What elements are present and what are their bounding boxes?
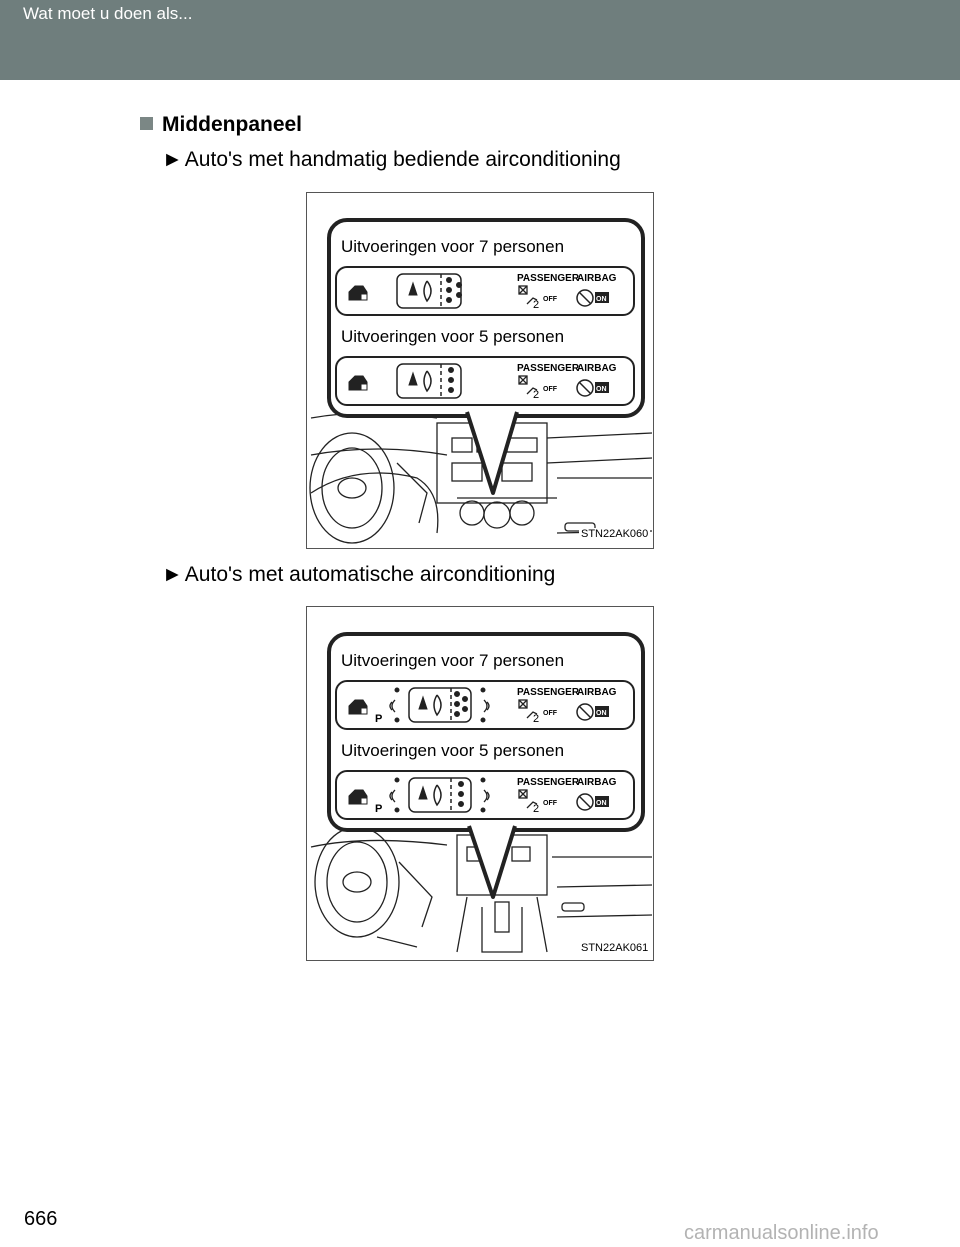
variant-label-5-seats: Uitvoeringen voor 5 personen [341, 327, 565, 346]
dashboard-illustration [310, 826, 653, 953]
page-header: Wat moet u doen als... [0, 0, 960, 80]
parking-sensor-right-icon [483, 699, 490, 713]
indicator-panel-5-seats: P PASSENGER AIRBAG 2 OFF ON [335, 770, 635, 820]
airbag-on-icon [576, 703, 594, 721]
off-label: OFF [543, 386, 558, 393]
figure-auto-ac: Uitvoeringen voor 7 personen P [306, 606, 654, 961]
airbag-on-icon [576, 793, 594, 811]
indicator-panel-7-seats: PASSENGER AIRBAG 2 OFF ON [335, 266, 635, 316]
subsection-label: Auto's met automatische airconditioning [184, 563, 556, 586]
parking-assist-label: P [375, 803, 382, 815]
figure-code: STN22AK060 [579, 528, 651, 540]
subsection-label: Auto's met handmatig bediende airconditi… [184, 148, 621, 171]
seat-number: 2 [533, 299, 539, 311]
header-title: Wat moet u doen als... [23, 4, 193, 23]
seatbelt-reminder-icon [408, 371, 418, 386]
seat-number: 2 [533, 713, 539, 725]
passenger-label: PASSENGER [517, 687, 580, 698]
airbag-label: AIRBAG [577, 273, 617, 284]
airbag-label: AIRBAG [577, 777, 617, 788]
passenger-label: PASSENGER [517, 273, 580, 284]
seatbelt-reminder-icon [408, 281, 418, 296]
passenger-label: PASSENGER [517, 363, 580, 374]
page-number: 666 [24, 1208, 58, 1230]
on-label: ON [596, 800, 607, 807]
indicator-panel-5-seats: PASSENGER AIRBAG 2 OFF ON [335, 356, 635, 406]
watermark: carmanualsonline.info [684, 1222, 879, 1244]
subsection-heading-manual-ac: ►Auto's met handmatig bediende aircondit… [162, 148, 621, 172]
variant-label-5-seats: Uitvoeringen voor 5 personen [341, 741, 565, 760]
seat-number: 2 [533, 803, 539, 815]
variant-label-7-seats: Uitvoeringen voor 7 personen [341, 237, 565, 256]
figure-manual-ac: Uitvoeringen voor 7 personen PASSENGER A… [306, 192, 654, 549]
on-label: ON [596, 710, 607, 717]
airbag-on-icon [576, 379, 594, 397]
triangle-marker-icon: ► [162, 563, 183, 586]
seatbelt-reminder-icon [418, 695, 428, 710]
on-label: ON [596, 386, 607, 393]
passenger-label: PASSENGER [517, 777, 580, 788]
indicator-panel-7-seats: P PASSENGER AIRBAG 2 OFF ON [335, 680, 635, 730]
parking-sensor-right-icon [483, 789, 490, 803]
seat-number: 2 [533, 389, 539, 401]
callout-bubble: Uitvoeringen voor 7 personen PASSENGER A… [327, 218, 645, 418]
seatbelt-reminder-icon [418, 785, 428, 800]
airbag-label: AIRBAG [577, 687, 617, 698]
figure-code: STN22AK061 [579, 942, 651, 954]
airbag-off-icon [518, 699, 538, 719]
panel-frame-icon [396, 273, 462, 309]
airbag-off-icon [518, 375, 538, 395]
parking-sensor-left-icon [389, 699, 396, 713]
callout-bubble: Uitvoeringen voor 7 personen P [327, 632, 645, 832]
airbag-off-icon [518, 285, 538, 305]
triangle-marker-icon: ► [162, 148, 183, 171]
airbag-label: AIRBAG [577, 363, 617, 374]
parking-sensor-left-icon [389, 789, 396, 803]
on-label: ON [596, 296, 607, 303]
parking-assist-label: P [375, 713, 382, 725]
off-label: OFF [543, 296, 558, 303]
variant-label-7-seats: Uitvoeringen voor 7 personen [341, 651, 565, 670]
off-label: OFF [543, 800, 558, 807]
section-title: Middenpaneel [162, 113, 303, 136]
subsection-heading-auto-ac: ►Auto's met automatische airconditioning [162, 563, 555, 587]
section-bullet-icon [140, 117, 153, 130]
off-label: OFF [543, 710, 558, 717]
airbag-off-icon [518, 789, 538, 809]
airbag-on-icon [576, 289, 594, 307]
